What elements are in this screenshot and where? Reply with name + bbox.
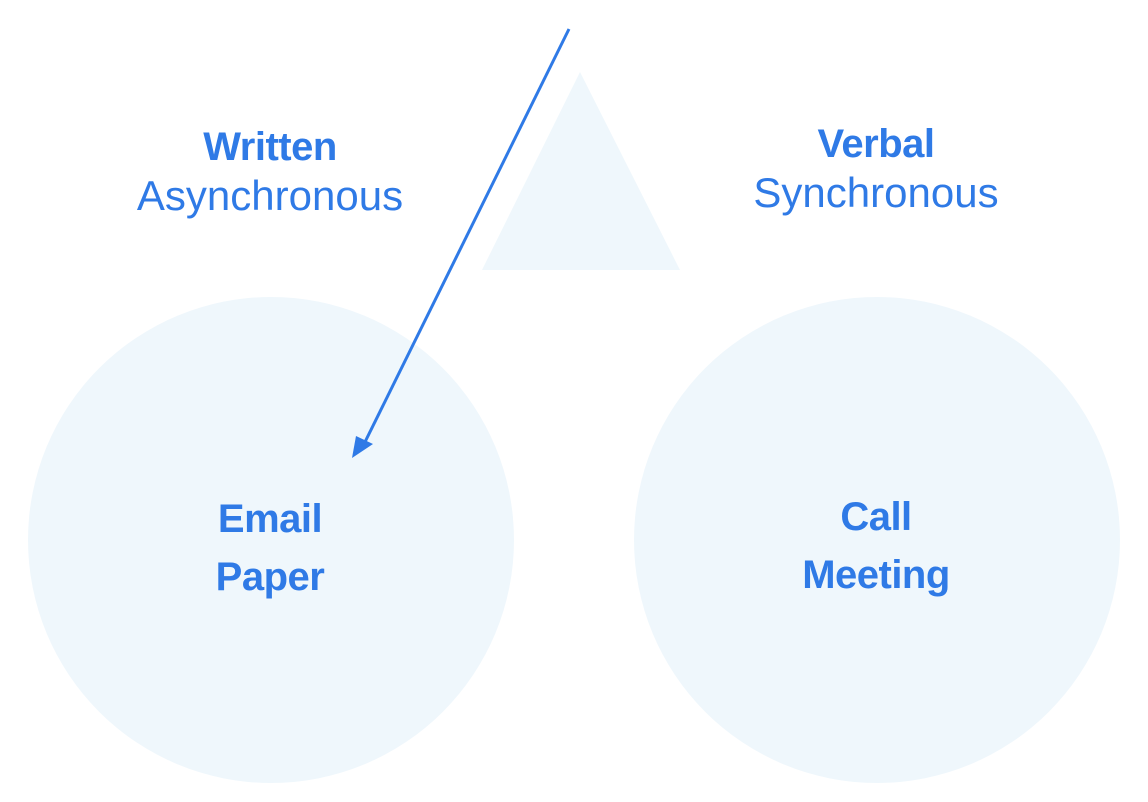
pointer-arrow-head <box>352 436 373 458</box>
email-label: Email <box>217 497 323 541</box>
pointer-arrow-line <box>362 28 571 445</box>
right-circle <box>634 297 1120 783</box>
call-label: Call <box>840 495 912 539</box>
left-circle <box>28 297 514 783</box>
verbal-label-group: Verbal Synchronous <box>706 120 1046 218</box>
written-title: Written <box>203 125 337 169</box>
written-subtitle: Asynchronous <box>136 172 404 219</box>
verbal-subtitle: Synchronous <box>753 169 999 216</box>
left-circle-label: Email Paper <box>120 490 420 606</box>
meeting-label: Meeting <box>802 553 950 597</box>
written-label-group: Written Asynchronous <box>100 123 440 221</box>
verbal-title: Verbal <box>817 122 935 166</box>
center-triangle <box>482 72 680 270</box>
paper-label: Paper <box>215 555 325 599</box>
right-circle-label: Call Meeting <box>726 488 1026 604</box>
